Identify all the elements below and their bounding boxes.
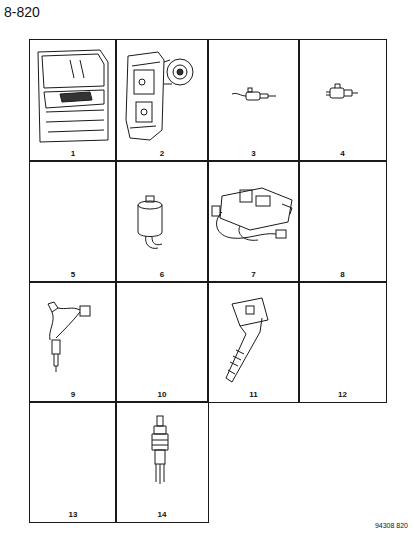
part-cell: 6 [115, 160, 209, 283]
part-cell: 5 [29, 160, 117, 283]
page-number: 8-820 [4, 4, 40, 20]
callout-number: 1 [30, 149, 116, 158]
part-cell: 7 [207, 160, 300, 283]
part-cell: 13 [29, 401, 117, 523]
callout-number: 10 [116, 390, 208, 399]
callout-number: 4 [299, 149, 386, 158]
part-cell: 2 [115, 39, 209, 162]
callout-number: 5 [30, 270, 116, 279]
lock-actuator [126, 52, 193, 140]
figure-code: 94308 820 [375, 522, 408, 529]
callout-number: 6 [116, 270, 208, 279]
callout-number: 13 [30, 510, 116, 519]
stalk-switch [226, 298, 268, 382]
part-cell: 4 [298, 39, 387, 162]
part-cell: 12 [298, 281, 387, 403]
callout-number: 7 [208, 270, 299, 279]
relay-cylinder [138, 196, 162, 248]
wired-switch [48, 302, 90, 372]
callout-number: 12 [299, 390, 386, 399]
door-trim-panel [38, 50, 108, 142]
callout-number: 8 [299, 270, 386, 279]
door-ajar-switch [232, 88, 276, 100]
part-cell: 1 [29, 39, 117, 162]
callout-number: 2 [116, 149, 208, 158]
callout-number: 14 [116, 510, 208, 519]
part-cell: 10 [115, 281, 209, 403]
callout-number: 11 [208, 390, 299, 399]
part-cell: 8 [298, 160, 387, 283]
plunger-switch [152, 416, 168, 484]
part-cell: 14 [115, 401, 209, 523]
control-module [212, 188, 292, 240]
part-cell: 3 [207, 39, 300, 162]
part-cell: 9 [29, 281, 117, 403]
part-cell: 11 [207, 281, 300, 403]
callout-number: 9 [30, 390, 116, 399]
callout-number: 3 [208, 149, 299, 158]
switch-sensor [326, 84, 358, 98]
